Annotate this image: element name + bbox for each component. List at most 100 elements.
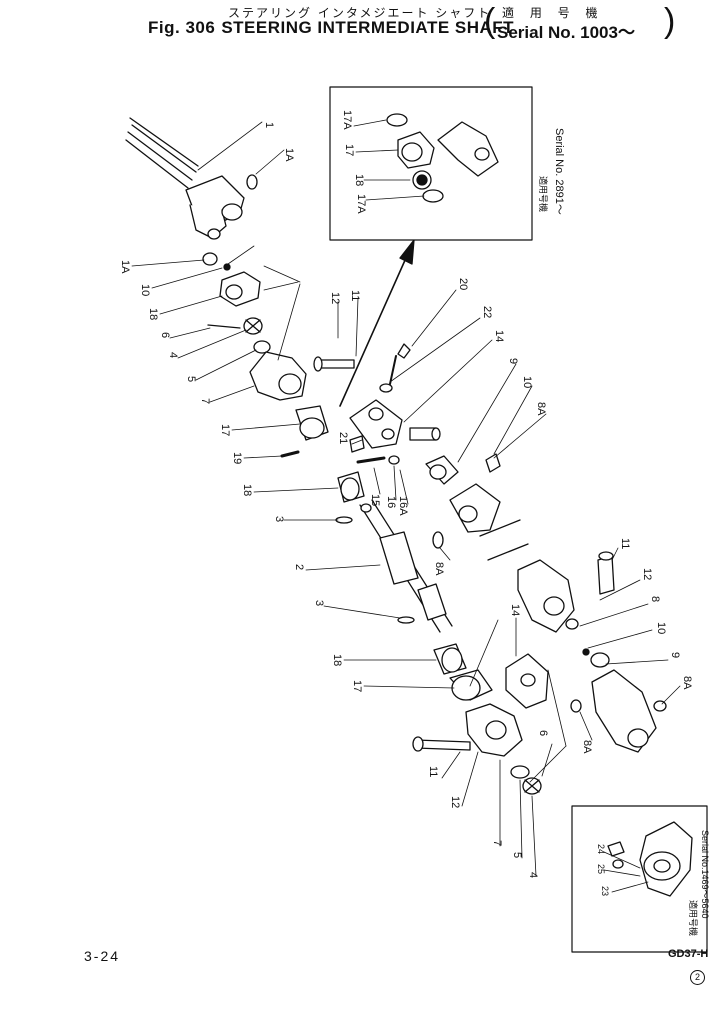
callout: 10 <box>655 622 667 634</box>
callout: 4 <box>527 872 539 878</box>
pin-11-top <box>313 356 355 372</box>
callout: 10 <box>521 376 533 388</box>
callout: 19 <box>231 452 243 464</box>
callout: 17 <box>219 424 231 436</box>
serial-japanese: 適 用 号 機 <box>502 6 604 20</box>
callout: 1 <box>263 122 275 128</box>
callout: 15 <box>369 494 381 506</box>
callout: 5 <box>185 376 197 382</box>
callout: 11 <box>619 538 631 549</box>
inset-serial-range: Serial No. 2891～ <box>553 128 565 215</box>
inset-lower-labels: 24 25 23 適用号機 Serial No.1469～5640 <box>596 830 710 936</box>
callout: 12 <box>329 292 341 304</box>
washer-5-top <box>253 340 271 354</box>
callout-numbers-lower-left: 11 12 7 5 4 6 14 <box>427 604 549 878</box>
bracket-14-lower <box>505 653 549 709</box>
snap-ring-3-lower <box>397 616 415 624</box>
inset-upper-labels: 17A 17 18 17A 適用号機 Serial No. 2891～ <box>341 110 565 215</box>
page-number: 3-24 <box>84 948 121 964</box>
inset-callout: 23 <box>600 886 610 896</box>
callout: 6 <box>159 332 171 338</box>
bracket-14-upper <box>349 399 403 449</box>
callout: 3 <box>313 600 325 606</box>
callout: 14 <box>493 330 505 342</box>
model-code: GD37-H <box>668 948 709 960</box>
callout: 7 <box>491 840 503 846</box>
serial-bracket-left: ( <box>484 2 496 40</box>
callout: 14 <box>509 604 521 616</box>
inset-serial-japanese: 適用号機 <box>537 176 549 212</box>
washer-16 <box>388 455 400 465</box>
bearing-18-mid <box>337 471 365 503</box>
callout: 8A <box>681 676 693 690</box>
callout: 22 <box>481 306 493 318</box>
callout: 12 <box>641 568 653 580</box>
callout: 16A <box>397 496 409 516</box>
washer-22 <box>379 383 393 393</box>
callout: 18 <box>147 308 159 320</box>
inset-callout: 18 <box>353 174 365 186</box>
bearing-17-upper <box>295 405 329 441</box>
right-yoke-assembly <box>425 453 667 753</box>
spacer-tube <box>409 427 441 441</box>
callout: 1A <box>283 148 295 162</box>
reference-arrow-head <box>399 239 415 265</box>
yoke-7-lower <box>465 703 523 757</box>
inset-box-lower <box>571 805 708 953</box>
title-japanese: ステアリング インタメジエート シャフト <box>228 6 492 20</box>
inset-callout: 24 <box>596 844 606 854</box>
figure-title-text: STEERING INTERMEDIATE SHAFT <box>221 18 515 37</box>
inset-callout: 17A <box>355 194 367 214</box>
callout: 4 <box>167 352 179 358</box>
inset-lower-parts <box>603 821 693 897</box>
inset-callout: 17 <box>343 144 355 156</box>
yoke-7-top <box>249 351 307 401</box>
callout: 18 <box>331 654 343 666</box>
callout: 8 <box>649 596 661 602</box>
washer-5-lower <box>510 765 530 779</box>
inset-callout: 25 <box>596 864 606 874</box>
callout: 9 <box>669 652 681 658</box>
callout: 8A <box>433 562 445 576</box>
leader-lines <box>131 121 681 877</box>
callout: 10 <box>139 284 151 296</box>
bearing-17-lower <box>449 669 493 701</box>
callout: 20 <box>457 278 469 290</box>
callout: 8A <box>535 402 547 416</box>
pin-11-lower <box>412 736 471 752</box>
callout: 18 <box>241 484 253 496</box>
inset-box-upper <box>329 86 533 241</box>
callout-numbers-upper: 1 1A 1A 10 18 6 4 5 7 17 19 18 3 2 3 18 … <box>119 122 363 692</box>
callout: 12 <box>449 796 461 808</box>
spline-shaft-part-1 <box>125 117 245 240</box>
callout: 16 <box>385 496 397 508</box>
callout: 7 <box>199 398 211 404</box>
callout: 5 <box>511 852 523 858</box>
callout: 11 <box>427 766 439 777</box>
bearing-18-lower <box>433 643 467 675</box>
pin-1a-top <box>246 174 258 190</box>
reference-arrow-shaft <box>339 257 407 407</box>
bolt-19 <box>280 450 300 458</box>
sheet-mark: 2 <box>690 970 705 985</box>
callout: 9 <box>507 358 519 364</box>
callout-numbers-right: 9 10 8A 8A 11 12 8 10 9 8A 8A <box>433 358 693 754</box>
washer-4-top <box>243 317 263 335</box>
figure-number: Fig. 306 <box>148 18 216 37</box>
cotter-pin-6-top <box>207 324 241 329</box>
callout-numbers-center: 12 11 20 22 14 21 15 16 16A <box>329 278 505 516</box>
grease-nipple-10 <box>223 263 231 271</box>
inset-serial-range: Serial No.1469～5640 <box>700 830 710 919</box>
nut-21 <box>349 435 365 453</box>
bolt-15 <box>356 456 386 464</box>
inset-upper-parts <box>353 113 499 203</box>
inset-callout: 17A <box>341 110 353 130</box>
callout: 2 <box>293 564 305 570</box>
serial-range: Serial No. 1003～ <box>497 23 635 42</box>
callout: 11 <box>349 290 361 301</box>
callout: 21 <box>337 432 349 444</box>
serial-bracket-right: ) <box>664 2 676 40</box>
inset-serial-japanese: 適用号機 <box>687 900 699 936</box>
